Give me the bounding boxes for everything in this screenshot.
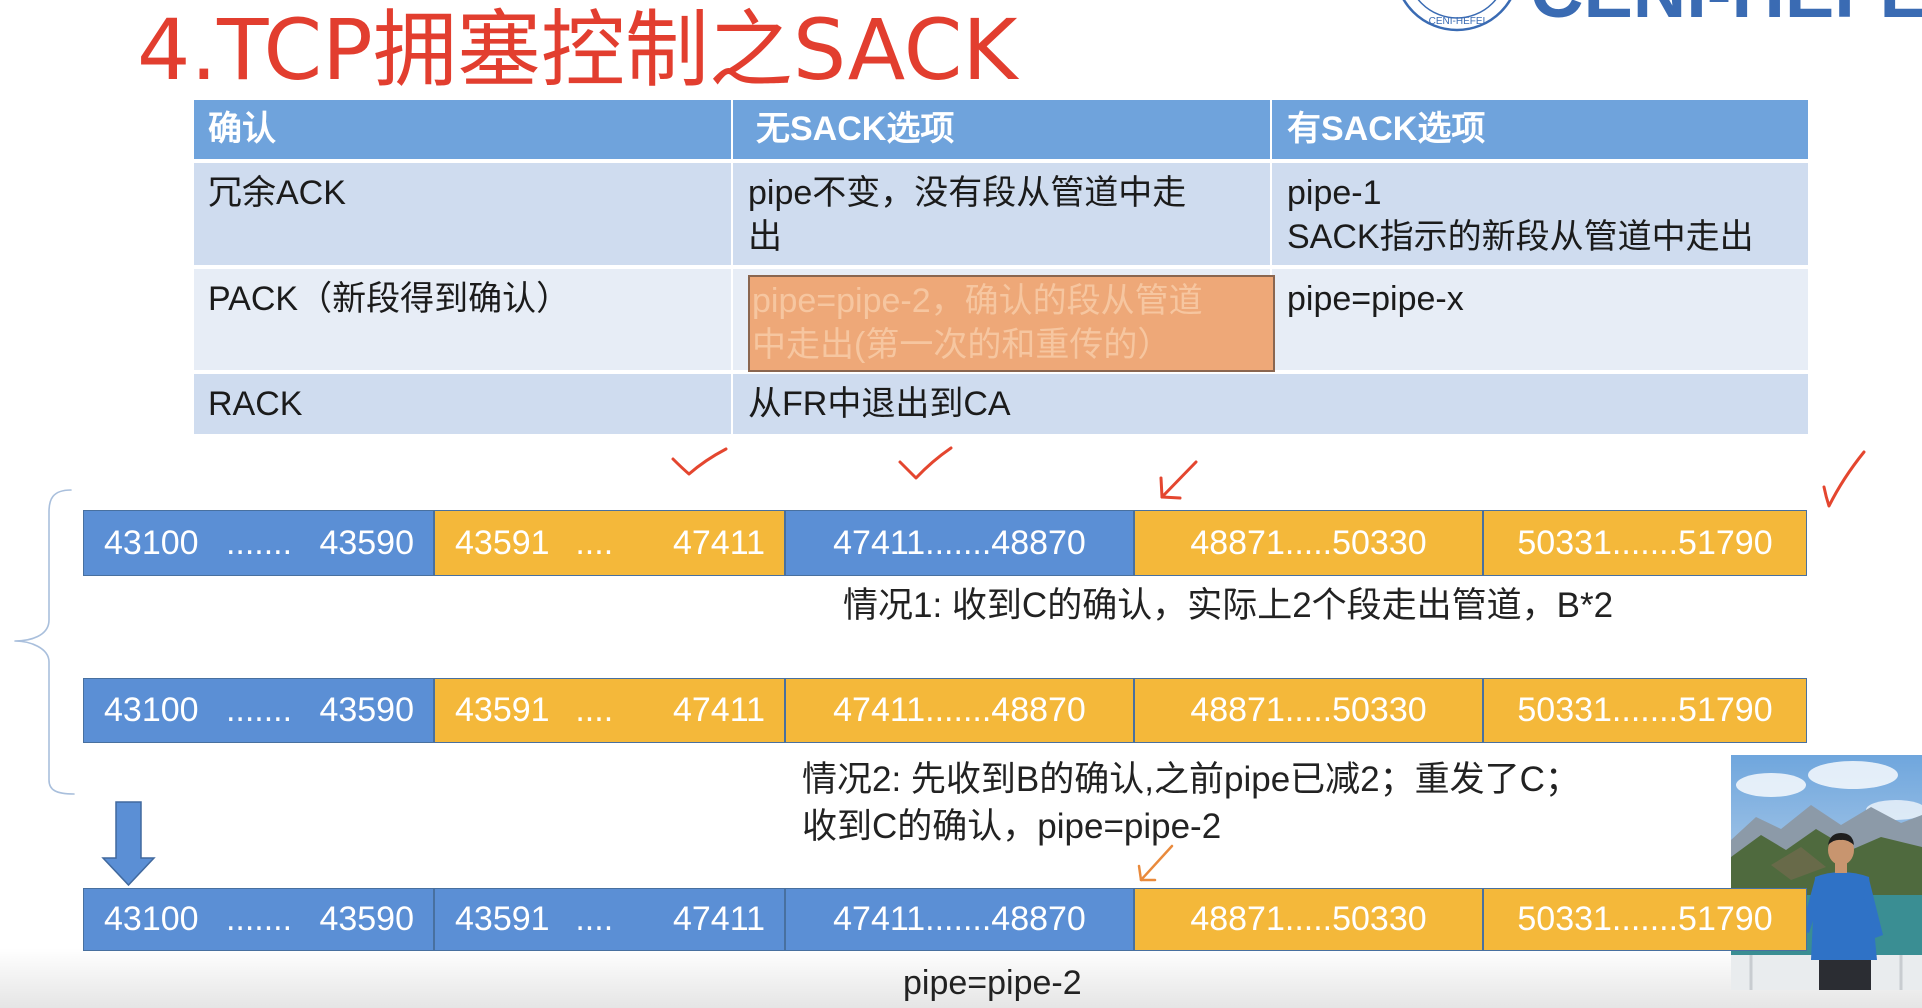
cell-text-line: pipe=pipe-2，确认的段从管道 [752,282,1203,320]
sack-comparison-table: 确认 无SACK选项 有SACK选项 冗余ACK pipe不变，没有段从管道中走… [194,100,1808,434]
cell-text-line: pipe-1 [1287,174,1382,212]
segment-c: 47411.......48870 [785,888,1134,951]
segment-start: 43591 [455,691,550,729]
segment-bar-result: 43100 ....... 43590 43591 .... 47411 474… [83,888,1807,951]
segment-d: 48871.....50330 [1134,678,1483,743]
segment-ellipsis: ....... [225,523,293,562]
logo-seal-text: CENI-HEFEI [1429,16,1486,27]
caption-line: 情况2: 先收到B的确认,之前pipe已减2；重发了C； [802,760,1580,799]
header-ack: 确认 [194,100,731,159]
segment-ellipsis: ....... [225,691,293,729]
cell-text-line: 中走出(第一次的和重传的） [752,326,1172,364]
segment-ellipsis: ....... [225,900,293,938]
header-label: 有SACK选项 [1287,110,1486,148]
arrow-down-left-icon [1137,844,1174,882]
segment-range: 47411.......48870 [833,523,1086,562]
segment-c: 47411.......48870 [785,510,1134,576]
cell-text: PACK（新段得到确认） [208,280,571,318]
segment-range: 47411.......48870 [833,691,1086,729]
segment-start: 43100 [104,691,199,729]
caption-line: pipe=pipe-2 [903,964,1082,1002]
row-dup-ack-sack: pipe-1 SACK指示的新段从管道中走出 [1272,163,1808,265]
logo-wordmark: CENI-HEFEI [1530,0,1922,33]
segment-e: 50331.......51790 [1483,510,1807,576]
cell-text-line: SACK指示的新段从管道中走出 [1287,218,1754,256]
segment-range: 48871.....50330 [1190,523,1427,562]
highlight-box: pipe=pipe-2，确认的段从管道 中走出(第一次的和重传的） [748,275,1275,372]
bottom-shade [0,948,1922,1008]
segment-range: 48871.....50330 [1190,691,1427,729]
row-pack-sack: pipe=pipe-x [1272,269,1808,370]
segment-ellipsis: .... [575,691,614,729]
header-label: 无SACK选项 [756,110,955,148]
segment-start: 43100 [104,523,199,562]
segment-end: 43590 [319,691,414,729]
result-caption: pipe=pipe-2 [903,964,1082,1002]
segment-bar-case1: 43100 ....... 43590 43591 .... 47411 474… [83,510,1807,576]
segment-e: 50331.......51790 [1483,678,1807,743]
ceni-logo: CENI-HEFEI CENI-HEFEI [1402,0,1922,33]
segment-b: 43591 .... 47411 [434,888,785,951]
row-pack-label: PACK（新段得到确认） [194,269,731,370]
slide-title: 4.TCP拥塞控制之SACK [137,1,1018,99]
cell-text: RACK [208,385,303,423]
segment-c: 47411.......48870 [785,678,1134,743]
case1-caption: 情况1: 收到C的确认，实际上2个段走出管道，B*2 [843,586,1613,626]
arrow-down-icon [101,801,156,887]
segment-ellipsis: .... [575,523,614,562]
caption-line: 收到C的确认，pipe=pipe-2 [802,807,1222,846]
segment-end: 47411 [672,523,765,562]
segment-b: 43591 .... 47411 [434,678,785,743]
segment-end: 47411 [672,691,765,729]
check-mark-icon [671,447,728,476]
segment-a: 43100 ....... 43590 [83,678,434,743]
segment-a: 43100 ....... 43590 [83,510,434,576]
arrow-down-left-icon [1159,460,1198,500]
segment-ellipsis: .... [575,900,614,938]
segment-start: 43591 [455,523,550,562]
segment-start: 43591 [455,900,550,938]
segment-range: 50331.......51790 [1517,523,1773,562]
segment-b: 43591 .... 47411 [434,510,785,576]
segment-end: 47411 [672,900,765,938]
segment-a: 43100 ....... 43590 [83,888,434,951]
cell-text-line: pipe不变，没有段从管道中走 [748,174,1187,212]
brace-icon [14,489,75,795]
presenter-video [1731,755,1922,990]
row-dup-ack-label: 冗余ACK [194,163,731,265]
caption-line: 情况1: 收到C的确认，实际上2个段走出管道，B*2 [843,586,1614,625]
check-mark-icon [1822,450,1866,508]
segment-d: 48871.....50330 [1134,510,1483,576]
cell-text-line: pipe=pipe-x [1287,280,1464,318]
cell-text-line: 出 [748,218,782,256]
header-label: 确认 [208,110,276,148]
segment-start: 43100 [104,900,199,938]
row-rack-merged: 从FR中退出到CA [733,374,1808,434]
segment-range: 47411.......48870 [833,900,1086,938]
logo-seal-icon [1402,0,1512,32]
segment-range: 50331.......51790 [1517,900,1773,938]
case2-caption: 情况2: 先收到B的确认,之前pipe已减2；重发了C； 收到C的确认，pipe… [802,756,1580,850]
row-rack-label: RACK [194,374,731,434]
header-no-sack: 无SACK选项 [733,100,1270,159]
segment-d: 48871.....50330 [1134,888,1483,951]
header-with-sack: 有SACK选项 [1272,100,1808,159]
cell-text: 冗余ACK [208,174,346,212]
cell-text: 从FR中退出到CA [748,385,1011,423]
segment-bar-case2: 43100 ....... 43590 43591 .... 47411 474… [83,678,1807,743]
row-dup-ack-no-sack: pipe不变，没有段从管道中走 出 [733,163,1270,265]
segment-end: 43590 [319,523,414,562]
segment-range: 50331.......51790 [1517,691,1773,729]
segment-range: 48871.....50330 [1190,900,1427,938]
segment-end: 43590 [319,900,414,938]
check-mark-icon [898,446,953,480]
segment-e: 50331.......51790 [1483,888,1807,951]
